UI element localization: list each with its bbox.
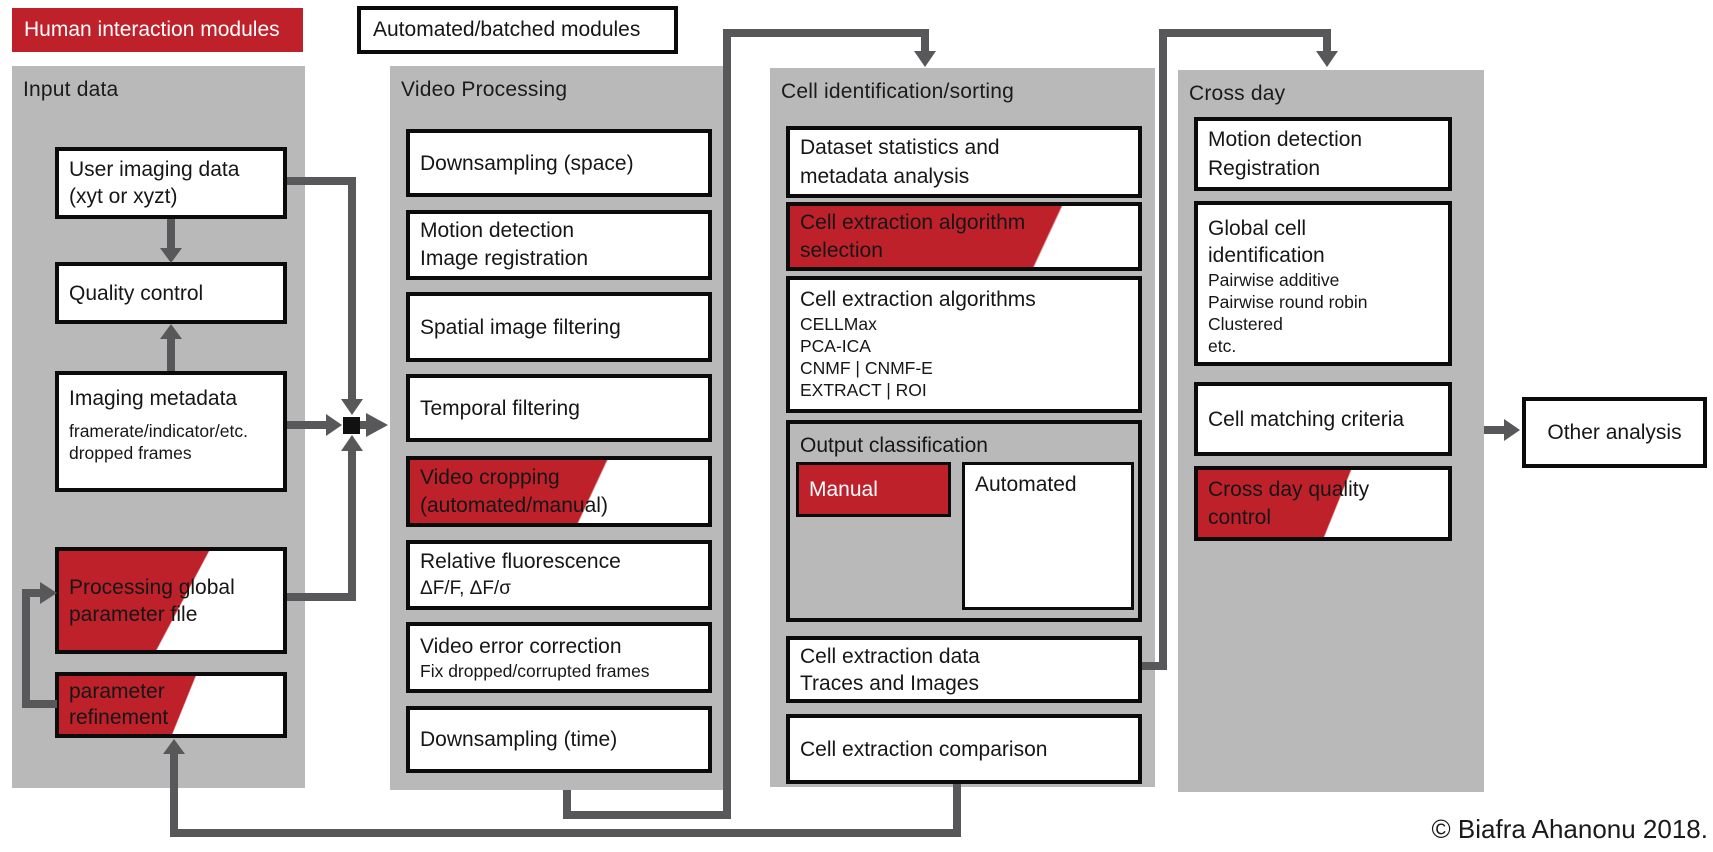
column-title-input-data: Input data (23, 78, 119, 101)
box-line: Motion detection (420, 219, 575, 242)
column-title-video-processing: Video Processing (401, 78, 568, 101)
box-line: Temporal filtering (420, 396, 580, 420)
legend-automated-badge: Automated/batched modules (357, 6, 678, 54)
box-line: dropped frames (69, 443, 192, 463)
box-line: parameter (69, 680, 165, 703)
arrowhead-down-into-node (341, 399, 363, 415)
box-line: Motion detection (1208, 128, 1363, 151)
box-line: Spatial image filtering (420, 315, 621, 339)
box-parameter-refinement: parameter refinement (55, 672, 287, 738)
box-imaging-metadata: Imaging metadata framerate/indicator/etc… (55, 371, 287, 492)
box-line: Manual (809, 478, 878, 501)
box-line: Other analysis (1547, 421, 1682, 444)
box-line: (xyt or xyzt) (69, 185, 178, 208)
box-cross-day-quality-control: Cross day quality control (1194, 466, 1452, 541)
box-line: Relative fluorescence (420, 550, 621, 573)
box-global-cell-identification: Global cell identification Pairwise addi… (1194, 201, 1452, 366)
merge-node (343, 417, 360, 434)
box-line: Downsampling (time) (420, 728, 618, 751)
box-line: framerate/indicator/etc. (69, 421, 248, 441)
box-line: Dataset statistics and (800, 136, 1000, 159)
box-line: parameter file (69, 602, 198, 626)
box-quality-control: Quality control (55, 262, 287, 324)
box-line: Video cropping (420, 465, 560, 489)
box-line: Quality control (69, 281, 204, 305)
output-classification-title: Output classification (800, 434, 988, 457)
box-output-automated: Automated (962, 462, 1134, 610)
box-line: Cell extraction data (800, 644, 980, 668)
column-title-cell-identification: Cell identification/sorting (781, 80, 1015, 103)
box-spatial-image-filtering: Spatial image filtering (406, 292, 712, 362)
box-line: refinement (69, 706, 169, 729)
box-video-cropping: Video cropping (automated/manual) (406, 456, 712, 527)
box-line: selection (800, 238, 883, 262)
box-motion-detection-registration: Motion detection Image registration (406, 210, 712, 280)
column-title-cross-day: Cross day (1189, 82, 1286, 105)
box-line: (automated/manual) (420, 493, 608, 517)
box-cell-extraction-comparison: Cell extraction comparison (786, 714, 1142, 784)
box-cell-extraction-algorithms: Cell extraction algorithms CELLMax PCA-I… (786, 276, 1142, 413)
box-line: Processing global (69, 575, 235, 599)
legend-human-interaction-badge: Human interaction modules (12, 8, 303, 52)
box-line: Cell extraction algorithms (800, 288, 1036, 311)
box-line: Clustered (1208, 314, 1283, 334)
box-temporal-filtering: Temporal filtering (406, 374, 712, 442)
box-line: Registration (1208, 157, 1321, 180)
box-line: Global cell (1208, 217, 1307, 240)
box-cell-matching-criteria: Cell matching criteria (1194, 382, 1452, 456)
box-line: Image registration (420, 247, 589, 270)
box-line: metadata analysis (800, 165, 970, 188)
box-line: Pairwise round robin (1208, 292, 1368, 312)
box-line: CNMF | CNMF-E (800, 358, 933, 378)
box-line: Cell extraction algorithm (800, 210, 1026, 234)
box-line: Cell extraction comparison (800, 737, 1048, 761)
arrowhead-into-cellid-top (914, 51, 936, 67)
arrowhead-node-to-video (366, 413, 388, 437)
box-line: CELLMax (800, 314, 877, 334)
box-relative-fluorescence: Relative fluorescence ΔF/F, ΔF/σ (406, 540, 712, 610)
box-line: Pairwise additive (1208, 270, 1340, 290)
box-line: PCA-ICA (800, 336, 871, 356)
box-line: EXTRACT | ROI (800, 380, 927, 400)
box-other-analysis: Other analysis (1522, 397, 1707, 468)
box-line: identification (1208, 244, 1325, 267)
box-dataset-statistics: Dataset statistics and metadata analysis (786, 126, 1142, 198)
box-processing-global-parameter-file: Processing global parameter file (55, 547, 287, 654)
box-user-imaging-data: User imaging data (xyt or xyzt) (55, 147, 287, 219)
box-line: Downsampling (space) (420, 151, 634, 175)
box-cell-extraction-algorithm-selection: Cell extraction algorithm selection (786, 202, 1142, 271)
arrowhead-right-into-node (326, 414, 342, 436)
box-line: User imaging data (69, 158, 240, 181)
box-line: Automated (975, 473, 1077, 496)
box-downsampling-time: Downsampling (time) (406, 706, 712, 773)
arrowhead-into-crossday-top (1316, 51, 1338, 67)
box-line: Fix dropped/corrupted frames (420, 661, 650, 681)
box-output-manual: Manual (796, 462, 951, 517)
arrowhead-into-other-analysis (1504, 419, 1520, 441)
box-line: ΔF/F, ΔF/σ (420, 578, 511, 599)
box-video-error-correction: Video error correction Fix dropped/corru… (406, 622, 712, 693)
box-line: Cross day quality (1208, 477, 1370, 501)
box-crossday-motion-detection: Motion detection Registration (1194, 117, 1452, 191)
box-line: Cell matching criteria (1208, 407, 1405, 431)
box-downsampling-space: Downsampling (space) (406, 129, 712, 197)
box-line: etc. (1208, 336, 1237, 356)
copyright-text: © Biafra Ahanonu 2018. (1431, 814, 1708, 844)
box-cell-extraction-data: Cell extraction data Traces and Images (786, 636, 1142, 703)
box-line: Video error correction (420, 635, 622, 658)
box-line: Traces and Images (800, 671, 979, 695)
arrowhead-up-into-node (341, 435, 363, 451)
box-line: control (1208, 505, 1272, 529)
box-line: Imaging metadata (69, 387, 238, 410)
